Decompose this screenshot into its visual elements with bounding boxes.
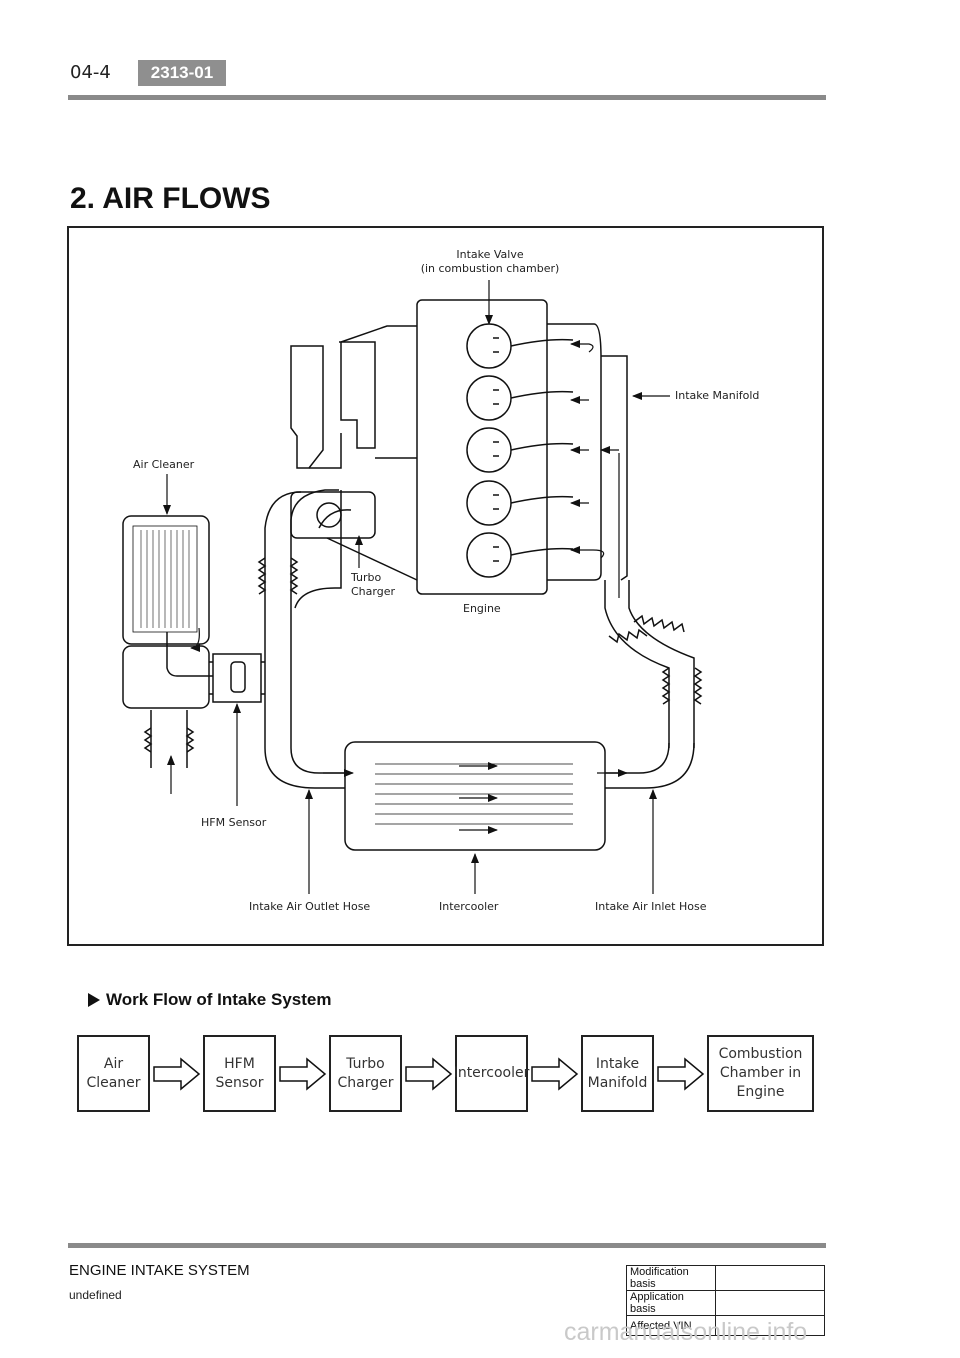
basis-row-application: Application basis <box>626 1290 825 1316</box>
basis-row-affected-vin: Affected VIN <box>626 1315 825 1336</box>
section-title: 2. AIR FLOWS <box>70 182 271 215</box>
label-intake-air-inlet-hose: Intake Air Inlet Hose <box>595 900 707 913</box>
basis-label: Modification basis <box>626 1265 716 1291</box>
basis-label: Affected VIN <box>626 1315 716 1336</box>
cylinder-2 <box>466 375 512 421</box>
flow-step-intake-manifold: Intake Manifold <box>581 1035 654 1112</box>
label-intercooler: Intercooler <box>439 900 499 913</box>
basis-value <box>715 1315 825 1336</box>
footer-subtitle: undefined <box>69 1288 122 1302</box>
flow-step-intercooler: Intercooler <box>454 1035 529 1112</box>
cylinder-3 <box>466 427 512 473</box>
flow-arrow-icon <box>153 1057 201 1091</box>
air-cleaner-body <box>122 515 210 645</box>
cylinder-1 <box>466 323 512 369</box>
cylinder-5 <box>466 532 512 578</box>
watermark: carmanualsonline.info <box>564 1318 808 1346</box>
label-engine: Engine <box>463 602 501 615</box>
header-rule <box>68 95 826 100</box>
bullet-triangle-icon <box>88 993 100 1007</box>
label-air-cleaner: Air Cleaner <box>133 458 195 471</box>
flow-step-air-cleaner: Air Cleaner <box>77 1035 150 1112</box>
flow-step-turbo-charger: Turbo Charger <box>329 1035 402 1112</box>
page-number: 04-4 <box>70 62 111 83</box>
basis-table: Modification basis Application basis Aff… <box>626 1265 825 1336</box>
basis-value <box>715 1290 825 1316</box>
intercooler-body <box>344 741 606 851</box>
flow-title-text: Work Flow of Intake System <box>106 990 332 1009</box>
footer-rule <box>68 1243 826 1248</box>
basis-label: Application basis <box>626 1290 716 1316</box>
cylinder-4 <box>466 480 512 526</box>
flow-arrow-icon <box>405 1057 453 1091</box>
label-intake-air-outlet-hose: Intake Air Outlet Hose <box>249 900 371 913</box>
label-intake-valve: Intake Valve (in combustion chamber) <box>420 248 560 275</box>
basis-value <box>715 1265 825 1291</box>
turbo-charger-body <box>290 491 376 539</box>
label-hfm-sensor: HFM Sensor <box>201 816 267 829</box>
flow-step-combustion-chamber: Combustion Chamber in Engine <box>707 1035 814 1112</box>
label-intake-manifold: Intake Manifold <box>675 389 760 402</box>
basis-row-modification: Modification basis <box>626 1265 825 1291</box>
flow-step-hfm-sensor: HFM Sensor <box>203 1035 276 1112</box>
label-turbo-charger: Turbo Charger <box>351 571 395 598</box>
engine-block <box>416 299 548 595</box>
air-flow-diagram: Intake Valve (in combustion chamber) Int… <box>67 226 824 946</box>
section-code-badge: 2313-01 <box>138 60 226 86</box>
flow-arrow-icon <box>531 1057 579 1091</box>
flow-arrow-icon <box>657 1057 705 1091</box>
air-flow-drawing <box>122 280 703 894</box>
hfm-sensor-body <box>212 653 262 703</box>
flow-arrow-icon <box>279 1057 327 1091</box>
footer-title: ENGINE INTAKE SYSTEM <box>69 1262 250 1279</box>
flow-title: Work Flow of Intake System <box>88 990 331 1010</box>
